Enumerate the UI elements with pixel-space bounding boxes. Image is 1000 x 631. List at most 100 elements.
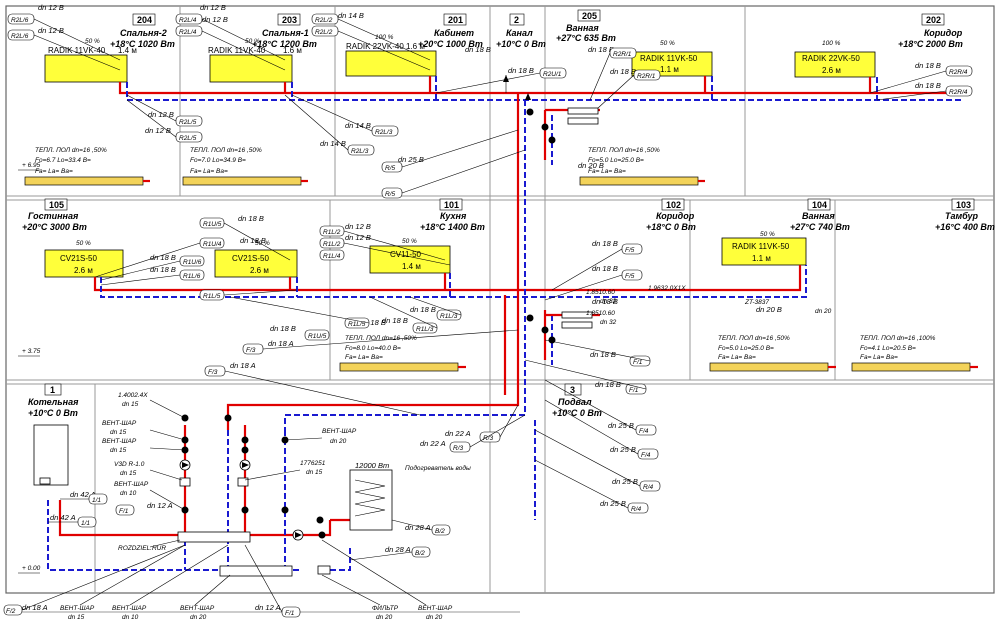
radiator-105-left[interactable]: 50 % CV21S-50 2.6 м bbox=[44, 240, 124, 278]
svg-text:50 %: 50 % bbox=[85, 38, 100, 45]
svg-text:+ 6.95: + 6.95 bbox=[22, 162, 41, 169]
svg-text:dn 18 B: dn 18 B bbox=[915, 81, 941, 90]
svg-text:205: 205 bbox=[582, 11, 597, 21]
floor-heating-101[interactable]: ТЕПЛ. ПОЛ dn=16 ,50% Fo=8.0 Lo=40.0 B= F… bbox=[339, 335, 459, 372]
svg-text:12000 Вт: 12000 Вт bbox=[355, 461, 389, 470]
svg-text:dn 14 B: dn 14 B bbox=[320, 139, 346, 148]
svg-text:dn 12 A: dn 12 A bbox=[147, 501, 173, 510]
radiator-101[interactable]: 50 % CV11-50 1.4 м bbox=[369, 238, 451, 274]
svg-text:R1U/5: R1U/5 bbox=[203, 221, 222, 228]
svg-text:ТЕПЛ. ПОЛ dn=16 ,100%: ТЕПЛ. ПОЛ dn=16 ,100% bbox=[860, 335, 936, 342]
radiator-204[interactable]: 50 % RADIK 11VK-40 1.4 м bbox=[44, 38, 137, 83]
leader-lines bbox=[21, 18, 947, 613]
radiator-203[interactable]: 50 % RADIK 11VK-40 1.6 м bbox=[208, 38, 302, 83]
svg-text:dn 12 B: dn 12 B bbox=[38, 26, 64, 35]
pipes-first-floor bbox=[93, 265, 978, 369]
distribution-manifold-main[interactable] bbox=[177, 531, 251, 543]
svg-text:dn 20: dn 20 bbox=[190, 614, 207, 621]
svg-text:+16°C 400 Вт: +16°C 400 Вт bbox=[935, 222, 995, 232]
svg-text:ROZDZIEL.RUR: ROZDZIEL.RUR bbox=[118, 545, 166, 552]
svg-text:dn 25 B: dn 25 B bbox=[612, 477, 638, 486]
svg-text:dn 14 B: dn 14 B bbox=[345, 121, 371, 130]
svg-text:dn 12 B: dn 12 B bbox=[345, 233, 371, 242]
svg-text:+10°C 0 Вт: +10°C 0 Вт bbox=[496, 39, 546, 49]
svg-text:R2L/6: R2L/6 bbox=[11, 33, 29, 40]
filter[interactable] bbox=[317, 565, 331, 575]
circuit-tags: R2L/6 R2L/6 R2L/4 R2L/4 R2L/2 R2L/2 R2U/… bbox=[3, 13, 973, 618]
floor-heating-204[interactable]: ТЕПЛ. ПОЛ dn=16 ,50% Fo=6.7 Lo=33.4 B= F… bbox=[24, 147, 144, 186]
svg-text:R2L/3: R2L/3 bbox=[375, 129, 393, 136]
pipes-second-floor bbox=[118, 76, 961, 183]
svg-text:dn 25 B: dn 25 B bbox=[398, 155, 424, 164]
svg-text:R1U/4: R1U/4 bbox=[203, 241, 222, 248]
svg-text:F/1: F/1 bbox=[633, 359, 643, 366]
svg-text:dn 12 B: dn 12 B bbox=[345, 222, 371, 231]
svg-text:dn 15: dn 15 bbox=[306, 469, 323, 476]
svg-text:dn 12 A: dn 12 A bbox=[255, 603, 281, 612]
mixing-valve[interactable] bbox=[179, 477, 249, 487]
svg-text:Ванная: Ванная bbox=[802, 211, 835, 221]
svg-text:RADIK 11VK-50: RADIK 11VK-50 bbox=[732, 242, 790, 251]
svg-text:R2R/4: R2R/4 bbox=[949, 69, 968, 76]
radiator-202[interactable]: 100 % RADIK 22VK-50 2.6 м bbox=[794, 40, 876, 78]
svg-text:dn 20: dn 20 bbox=[426, 614, 443, 621]
svg-text:1.6 м: 1.6 м bbox=[406, 42, 425, 51]
svg-text:R2L/4: R2L/4 bbox=[179, 29, 197, 36]
svg-text:dn 18 B: dn 18 B bbox=[590, 350, 616, 359]
svg-text:R/5: R/5 bbox=[385, 165, 396, 172]
svg-text:Fo=5.0 Lo=25.0 B=: Fo=5.0 Lo=25.0 B= bbox=[718, 345, 774, 352]
room-1: 1 Котельная +10°C 0 Вт bbox=[28, 383, 79, 418]
pump-3[interactable] bbox=[292, 529, 304, 541]
svg-text:R2R/1: R2R/1 bbox=[613, 51, 632, 58]
room-104: 104 Ванная +27°C 740 Вт bbox=[790, 198, 850, 232]
svg-text:100 %: 100 % bbox=[375, 34, 394, 41]
svg-text:R2L/5: R2L/5 bbox=[179, 119, 197, 126]
svg-text:Fa= La= Ba=: Fa= La= Ba= bbox=[588, 168, 626, 175]
floor-manifold-1[interactable] bbox=[561, 311, 593, 329]
svg-text:dn 18 A: dn 18 A bbox=[22, 603, 48, 612]
svg-text:204: 204 bbox=[137, 15, 152, 25]
svg-text:ФИЛЬТР: ФИЛЬТР bbox=[372, 605, 399, 612]
svg-text:105: 105 bbox=[49, 200, 64, 210]
floor-manifold-2[interactable] bbox=[567, 107, 599, 125]
svg-text:dn 18 B: dn 18 B bbox=[508, 66, 534, 75]
svg-text:+18°C 1400 Вт: +18°C 1400 Вт bbox=[420, 222, 485, 232]
svg-text:dn 20: dn 20 bbox=[376, 614, 393, 621]
svg-text:1.6 м: 1.6 м bbox=[283, 46, 302, 55]
floor-heating-103[interactable]: ТЕПЛ. ПОЛ dn=16 ,100% Fo=4.1 Lo=20.5 B= … bbox=[851, 335, 971, 372]
radiator-104[interactable]: 50 % RADIK 11VK-50 1.1 м bbox=[721, 231, 807, 266]
svg-text:В/2: В/2 bbox=[415, 550, 425, 557]
svg-text:2: 2 bbox=[514, 15, 519, 25]
svg-text:Fo=5.0 Lo=25.0 B=: Fo=5.0 Lo=25.0 B= bbox=[588, 157, 644, 164]
svg-text:1.1 м: 1.1 м bbox=[752, 254, 771, 263]
svg-text:2.6 м: 2.6 м bbox=[822, 66, 841, 75]
svg-text:Подвал: Подвал bbox=[558, 397, 592, 407]
svg-text:R1L/4: R1L/4 bbox=[323, 253, 341, 260]
pump-2[interactable] bbox=[239, 459, 251, 471]
svg-text:ВЕНТ-ШАР: ВЕНТ-ШАР bbox=[322, 428, 357, 435]
svg-text:dn 18 B: dn 18 B bbox=[592, 239, 618, 248]
distribution-manifold-lower[interactable] bbox=[219, 565, 293, 577]
svg-text:F/5: F/5 bbox=[625, 273, 635, 280]
room-201: 201 Кабинет +20°C 1000 Вт bbox=[418, 13, 483, 49]
svg-text:dn 18 B: dn 18 B bbox=[465, 45, 491, 54]
radiator-105-right[interactable]: 50 % CV21S-50 2.6 м bbox=[214, 240, 298, 278]
svg-text:dn 18 B: dn 18 B bbox=[270, 324, 296, 333]
svg-text:Ванная: Ванная bbox=[566, 23, 599, 33]
level-mark-middle: + 3.75 bbox=[18, 348, 41, 357]
svg-text:ВЕНТ-ШАР: ВЕНТ-ШАР bbox=[102, 420, 137, 427]
floor-heating-203[interactable]: ТЕПЛ. ПОЛ dn=16 ,50% Fo=7.0 Lo=34.9 B= F… bbox=[182, 147, 302, 186]
building-outline bbox=[5, 5, 995, 613]
svg-text:dn 28 A: dn 28 A bbox=[405, 523, 431, 532]
boiler[interactable] bbox=[33, 424, 69, 486]
svg-text:103: 103 bbox=[956, 200, 971, 210]
pipe-labels: dn 12 B dn 12 B dn 12 B dn 12 B dn 12 B … bbox=[22, 3, 941, 612]
pump-1[interactable] bbox=[179, 459, 191, 471]
floor-heating-104[interactable]: ТЕПЛ. ПОЛ dn=16 ,50% Fo=5.0 Lo=25.0 B= F… bbox=[709, 335, 829, 372]
water-heater[interactable] bbox=[349, 469, 393, 531]
svg-text:+18°C 2000 Вт: +18°C 2000 Вт bbox=[898, 39, 963, 49]
level-mark-ground: + 0.00 bbox=[18, 565, 41, 574]
svg-text:dn 15: dn 15 bbox=[120, 470, 137, 477]
svg-text:Канал: Канал bbox=[506, 28, 533, 38]
svg-text:50 %: 50 % bbox=[660, 40, 675, 47]
